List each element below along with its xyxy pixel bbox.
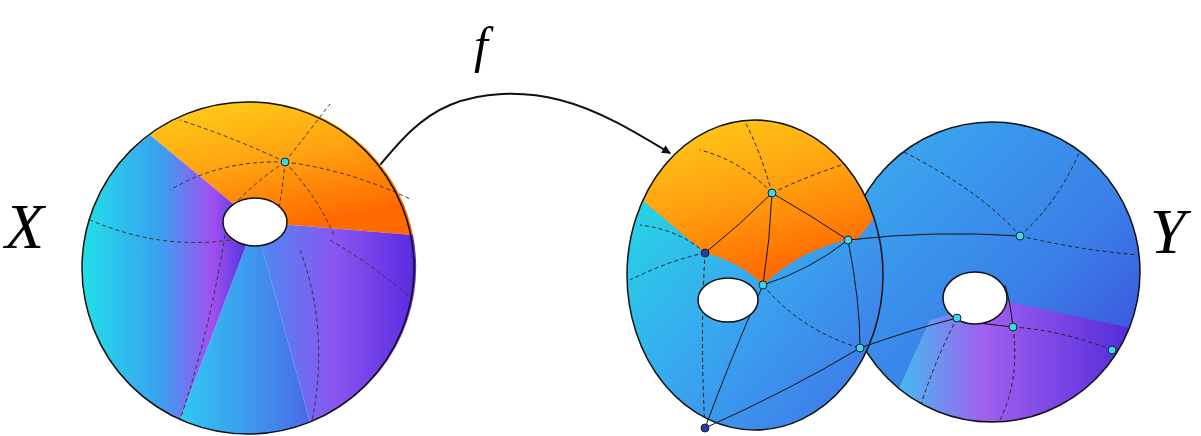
surface-node: Y (627, 120, 1140, 430)
torus-x (82, 101, 416, 434)
genus-two-surface-y (627, 115, 1140, 432)
map-arrow (380, 94, 670, 165)
surface-node: X (82, 102, 414, 434)
map-label: f (474, 20, 488, 70)
surface-label: Y (1150, 200, 1186, 264)
surface-label: X (5, 195, 44, 259)
